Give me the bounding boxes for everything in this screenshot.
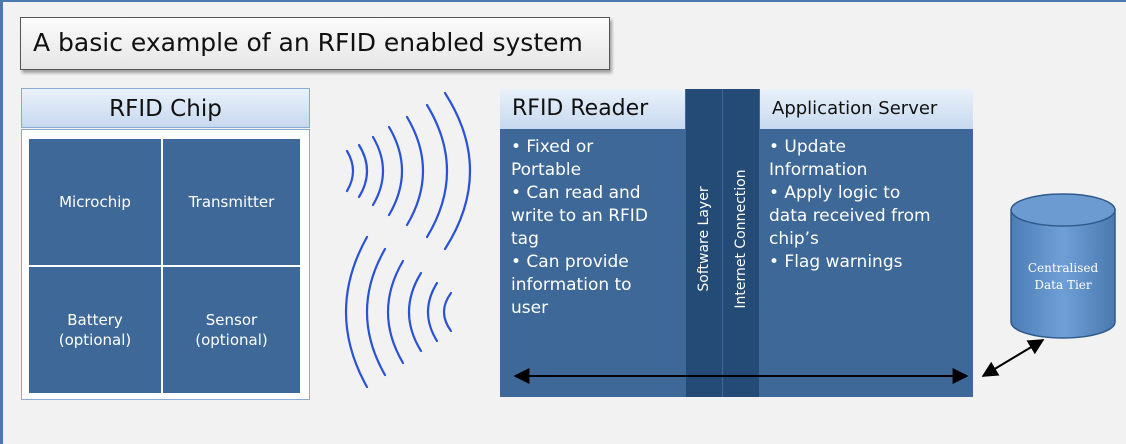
- rfid-chip-body: Microchip Transmitter Battery (optional)…: [21, 129, 310, 400]
- rfid-reader-title: RFID Reader: [500, 89, 685, 129]
- server-bullet: • Flag warnings: [769, 251, 903, 272]
- database-cylinder-icon: [1010, 193, 1116, 339]
- software-layer-strip: Software Layer: [686, 89, 722, 397]
- server-bullet: • Update Information: [769, 137, 868, 180]
- upper-waves: [345, 91, 472, 251]
- internet-connection-label: Internet Connection: [733, 169, 749, 309]
- radio-waves-icon: [345, 91, 472, 389]
- internet-connection-strip: Internet Connection: [723, 89, 759, 397]
- application-server-title: Application Server: [760, 89, 973, 129]
- server-bullets: • Update Information • Apply logic to da…: [769, 136, 969, 274]
- reader-bullet: • Can read and write to an RFID tag: [511, 182, 648, 249]
- data-tier-label: Centralised Data Tier: [1027, 261, 1099, 292]
- transmitter-cell: Transmitter: [163, 139, 300, 265]
- battery-cell: Battery (optional): [29, 267, 161, 393]
- rfid-chip-header: RFID Chip: [21, 88, 310, 128]
- diagram-title: A basic example of an RFID enabled syste…: [20, 17, 610, 70]
- reader-bullet: • Fixed or Portable: [511, 137, 594, 180]
- reader-bullet: • Can provide information to user: [511, 251, 632, 318]
- lower-waves: [345, 235, 453, 389]
- sensor-cell: Sensor (optional): [163, 267, 300, 393]
- server-datatier-double-arrow: [981, 339, 1045, 377]
- server-bullet: • Apply logic to data received from chip…: [769, 182, 931, 249]
- reader-bullets: • Fixed or Portable • Can read and write…: [511, 136, 681, 320]
- microchip-cell: Microchip: [29, 139, 161, 265]
